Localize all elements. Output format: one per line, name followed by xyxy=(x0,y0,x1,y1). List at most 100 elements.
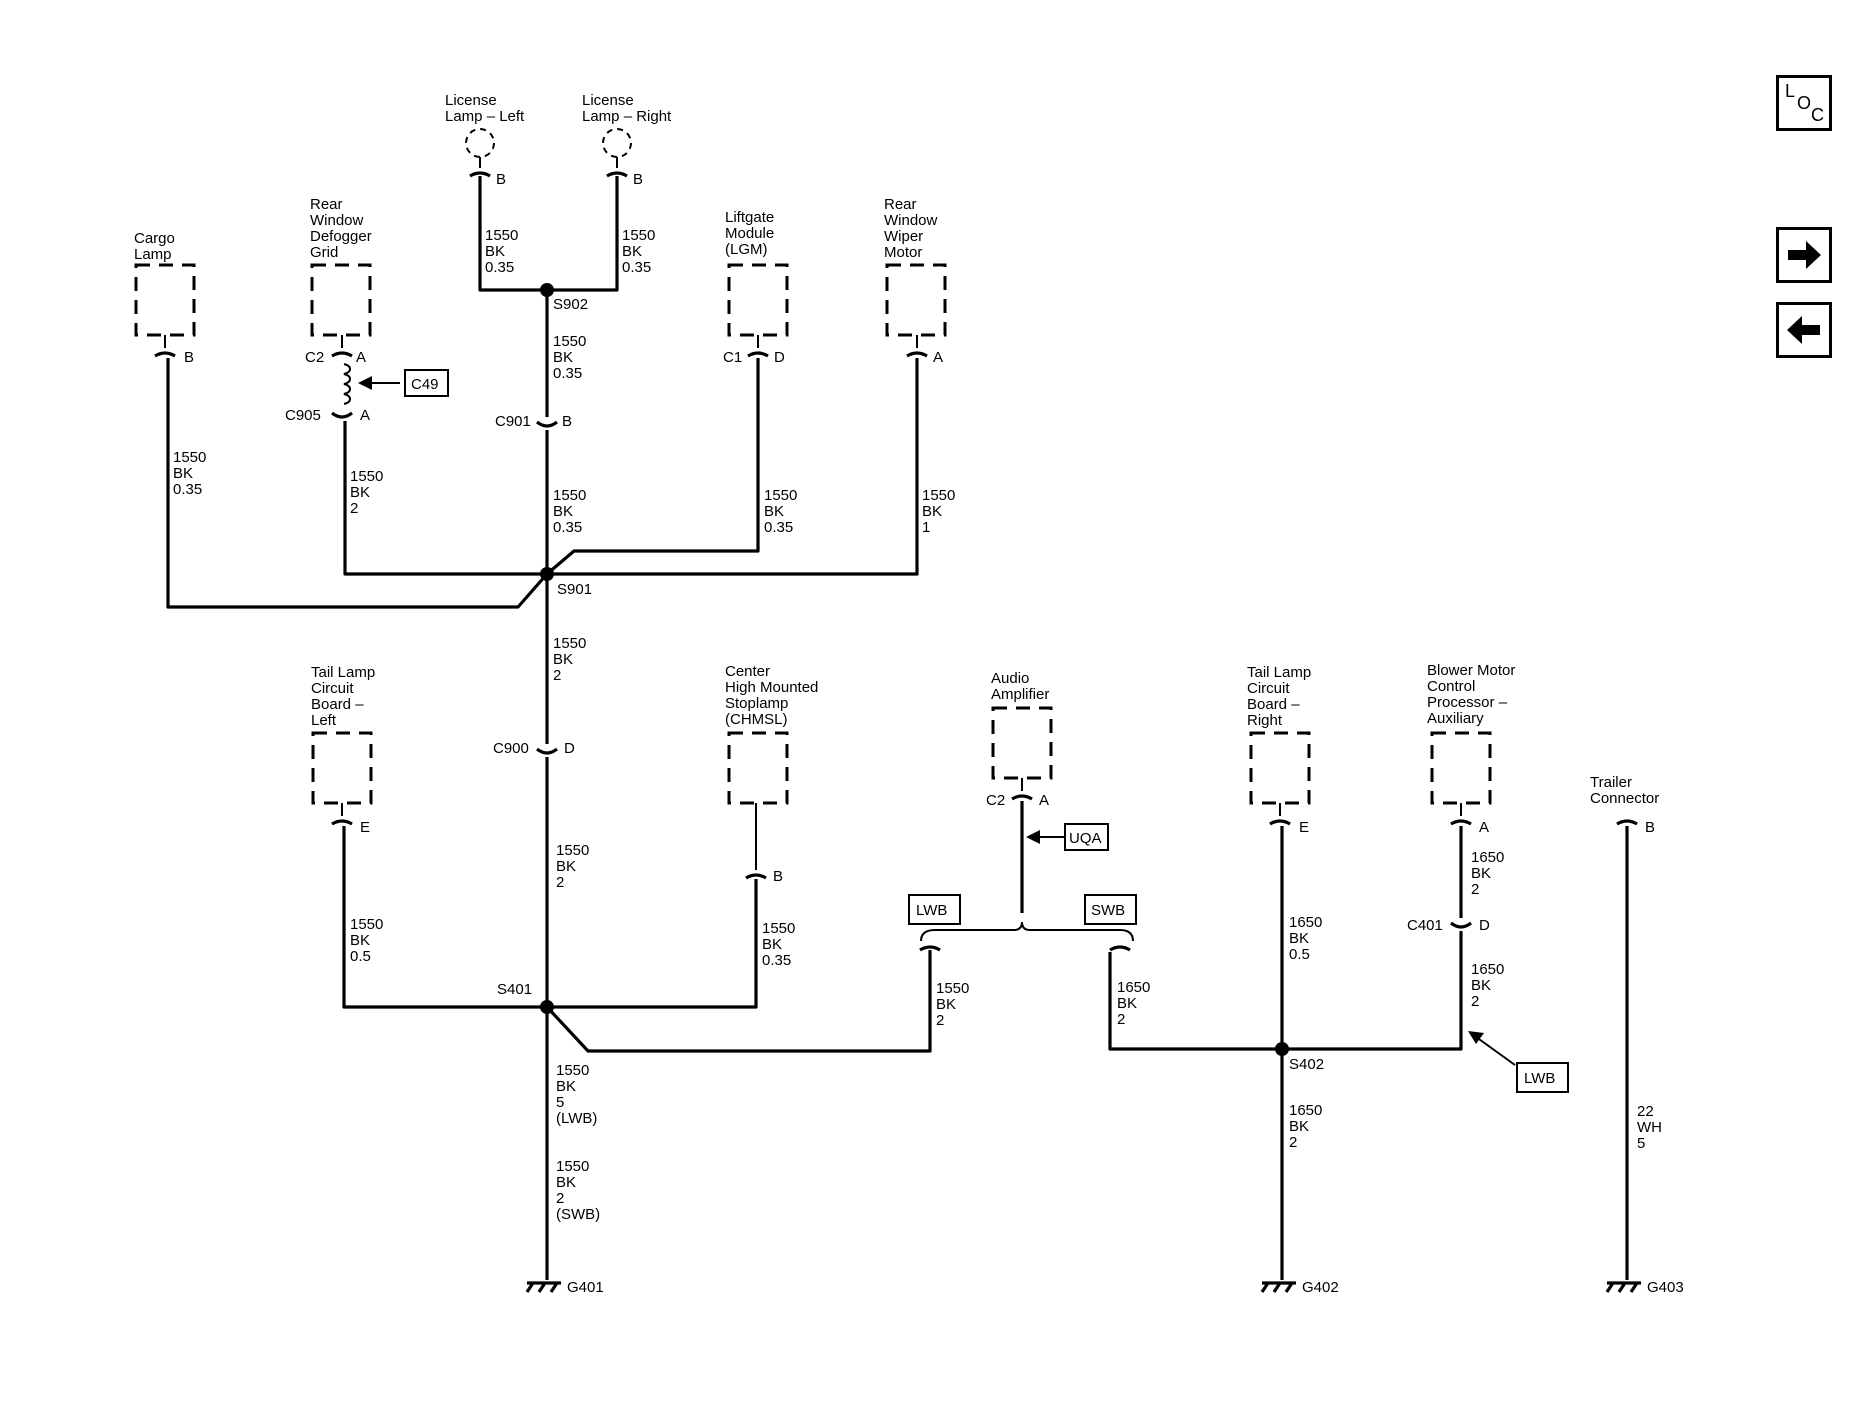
label-line: 22 xyxy=(1637,1103,1654,1120)
label-line: BK xyxy=(553,651,573,668)
label-line: BK xyxy=(936,996,956,1013)
ground-label: G403 xyxy=(1647,1279,1684,1296)
label-line: Motor xyxy=(884,244,922,261)
label-line: 1550 xyxy=(553,487,586,504)
label-line: Defogger xyxy=(310,228,372,245)
label-line: 0.5 xyxy=(350,948,371,965)
label-line: BK xyxy=(622,243,642,260)
label-line: Rear xyxy=(884,196,917,213)
option-uqa: UQA xyxy=(1026,823,1109,851)
connector-label: C901 xyxy=(495,413,531,430)
label-line: License xyxy=(582,92,634,109)
pin-label: B xyxy=(633,171,643,188)
label-line: 1550 xyxy=(922,487,955,504)
option-label: LWB xyxy=(916,902,947,919)
option-lwb-2: LWB xyxy=(1468,1031,1569,1093)
ground-g402: G402 xyxy=(1260,1279,1339,1296)
label-line: 2 xyxy=(556,1190,564,1207)
label-line: 1650 xyxy=(1471,849,1504,866)
connector-label: C1 xyxy=(723,349,742,366)
ground-g401: G401 xyxy=(525,1279,604,1296)
label-line: Board – xyxy=(311,696,364,713)
label-line: BK xyxy=(556,1078,576,1095)
label-line: Lamp xyxy=(134,246,172,263)
label-line: Processor – xyxy=(1427,694,1508,711)
label-line: (SWB) xyxy=(556,1206,600,1223)
label-line: 0.35 xyxy=(764,519,793,536)
ground-g403: G403 xyxy=(1605,1279,1684,1296)
label-line: Center xyxy=(725,663,770,680)
loc-button[interactable]: L O C xyxy=(1776,75,1832,131)
pin-label: E xyxy=(1299,819,1309,836)
label-line: BK xyxy=(350,932,370,949)
splice-label: S402 xyxy=(1289,1056,1324,1073)
label-line: Lamp – Left xyxy=(445,108,525,125)
option-lwb: LWB xyxy=(908,894,961,925)
label-line: 0.35 xyxy=(173,481,202,498)
label-line: High Mounted xyxy=(725,679,818,696)
label-line: 1 xyxy=(922,519,930,536)
label-line: 2 xyxy=(1117,1011,1125,1028)
label-line: 1550 xyxy=(764,487,797,504)
connector-label: C905 xyxy=(285,407,321,424)
option-label: SWB xyxy=(1091,902,1125,919)
label-line: 1650 xyxy=(1117,979,1150,996)
label-line: Wiper xyxy=(884,228,923,245)
label-line: Right xyxy=(1247,712,1283,729)
pin-label: B xyxy=(496,171,506,188)
splice-label: S401 xyxy=(497,981,532,998)
label-line: 1550 xyxy=(173,449,206,466)
label-line: Window xyxy=(884,212,938,229)
label-line: Amplifier xyxy=(991,686,1049,703)
pin-label: E xyxy=(360,819,370,836)
label-line: 1550 xyxy=(556,842,589,859)
label-line: BK xyxy=(485,243,505,260)
pin-label: D xyxy=(1479,917,1490,934)
label-line: Left xyxy=(311,712,337,729)
label-line: 1650 xyxy=(1289,914,1322,931)
label-line: 1550 xyxy=(350,916,383,933)
label-line: Window xyxy=(310,212,364,229)
label-line: 2 xyxy=(556,874,564,891)
label-line: Tail Lamp xyxy=(311,664,375,681)
label-line: Tail Lamp xyxy=(1247,664,1311,681)
splice-s402 xyxy=(1275,1042,1289,1056)
label-line: BK xyxy=(553,349,573,366)
arrow-right-icon xyxy=(1788,241,1821,269)
label-line: Lamp – Right xyxy=(582,108,672,125)
label-line: BK xyxy=(1289,930,1309,947)
option-label: LWB xyxy=(1524,1070,1555,1087)
label-line: Cargo xyxy=(134,230,175,247)
forward-button[interactable] xyxy=(1776,227,1832,283)
connector-label: C2 xyxy=(986,792,1005,809)
label-line: BK xyxy=(553,503,573,520)
back-button[interactable] xyxy=(1776,302,1832,358)
label-line: BK xyxy=(556,1174,576,1191)
splice-label: S901 xyxy=(557,581,592,598)
label-line: 2 xyxy=(350,500,358,517)
label-line: 1550 xyxy=(762,920,795,937)
